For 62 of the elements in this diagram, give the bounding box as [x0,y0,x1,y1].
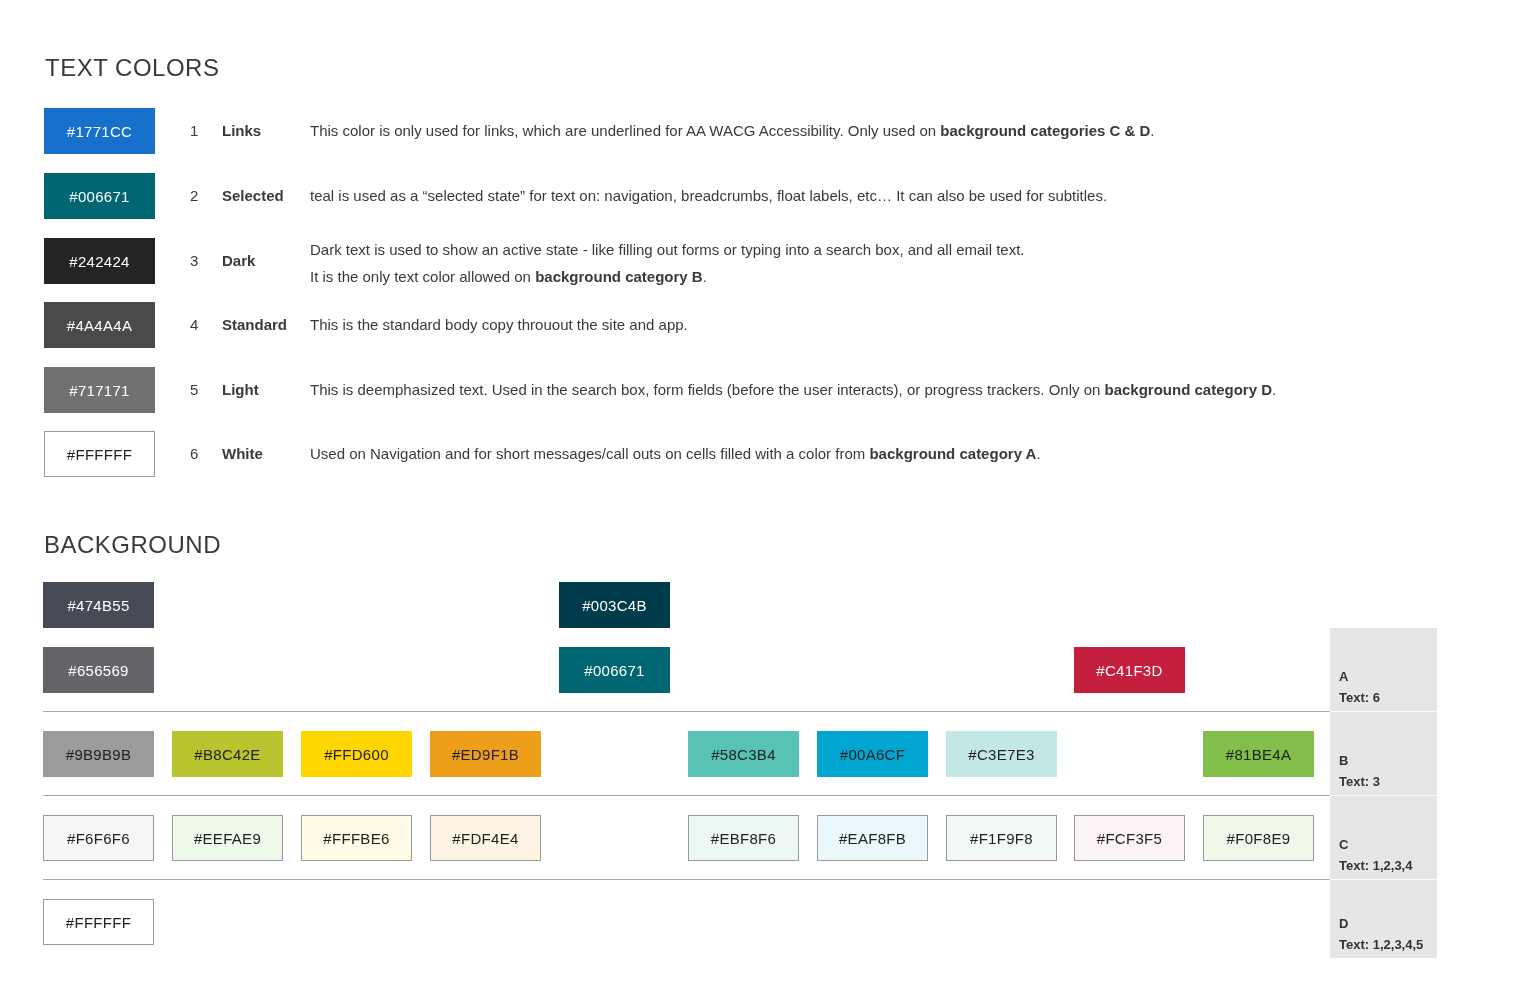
color-swatch: #006671 [559,647,670,693]
color-swatch: #4A4A4A [44,302,155,348]
category-text: Text: 6 [1339,690,1381,705]
section-heading: BACKGROUND [44,530,222,560]
color-name: Selected [222,186,284,206]
color-swatch: #242424 [44,238,155,284]
color-name: Dark [222,251,256,271]
color-swatch: #F1F9F8 [946,815,1057,861]
category-letter: D [1339,916,1350,931]
color-swatch: #FFFBE6 [301,815,412,861]
color-name: White [222,444,263,464]
color-swatch: #656569 [43,647,154,693]
category-letter: B [1339,753,1350,768]
color-swatch: #C3E7E3 [946,731,1057,777]
description: This color is only used for links, which are underlined for AA WACG Accessibility. Only used on background categories C & D. [310,121,1155,141]
color-name: Light [222,380,259,400]
color-name: Links [222,121,262,141]
row-number: 5 [190,380,199,400]
color-swatch: #81BE4A [1203,731,1314,777]
color-swatch: #B8C42E [172,731,283,777]
row-number: 1 [190,121,199,141]
row-number: 4 [190,315,199,335]
category-letter: A [1339,669,1350,684]
section-heading: TEXT COLORS [45,53,220,83]
category-text: Text: 1,2,3,4 [1339,858,1414,873]
description: This is deemphasized text. Used in the search box, form fields (before the user interacts), or progress trackers. Only on background category D. [310,380,1277,400]
color-swatch: #FCF3F5 [1074,815,1185,861]
category-letter: C [1339,837,1350,852]
color-swatch: #EAF8FB [817,815,928,861]
description: It is the only text color allowed on background category B. [310,267,707,287]
color-swatch: #FFFFFF [44,431,155,477]
color-swatch: #EBF8F6 [688,815,799,861]
row-number: 6 [190,444,199,464]
description: Dark text is used to show an active state - like filling out forms or typing into a search box, and all email text. [310,240,1025,260]
category-text: Text: 3 [1339,774,1381,789]
color-swatch: #00A6CF [817,731,928,777]
color-swatch: #717171 [44,367,155,413]
color-swatch: #EEFAE9 [172,815,283,861]
row-number: 2 [190,186,199,206]
color-swatch: #C41F3D [1074,647,1185,693]
color-swatch: #58C3B4 [688,731,799,777]
color-swatch: #003C4B [559,582,670,628]
color-swatch: #474B55 [43,582,154,628]
color-swatch: #1771CC [44,108,155,154]
color-swatch: #FDF4E4 [430,815,541,861]
description: Used on Navigation and for short messages/call outs on cells filled with a color from background category A. [310,444,1041,464]
color-swatch: #FFFFFF [43,899,154,945]
color-swatch: #006671 [44,173,155,219]
description: teal is used as a “selected state” for text on: navigation, breadcrumbs, float labels, etc… It can also be used for subtitles. [310,186,1108,206]
color-swatch: #F0F8E9 [1203,815,1314,861]
category-text: Text: 1,2,3,4,5 [1339,937,1425,952]
category-panel [1330,796,1437,879]
color-name: Standard [222,315,287,335]
color-swatch: #ED9F1B [430,731,541,777]
color-swatch: #F6F6F6 [43,815,154,861]
color-swatch: #FFD600 [301,731,412,777]
category-panel [1330,880,1437,958]
color-swatch: #9B9B9B [43,731,154,777]
description: This is the standard body copy throuout the site and app. [310,315,688,335]
row-number: 3 [190,251,199,271]
category-panel [1330,712,1437,795]
category-panel [1330,628,1437,711]
